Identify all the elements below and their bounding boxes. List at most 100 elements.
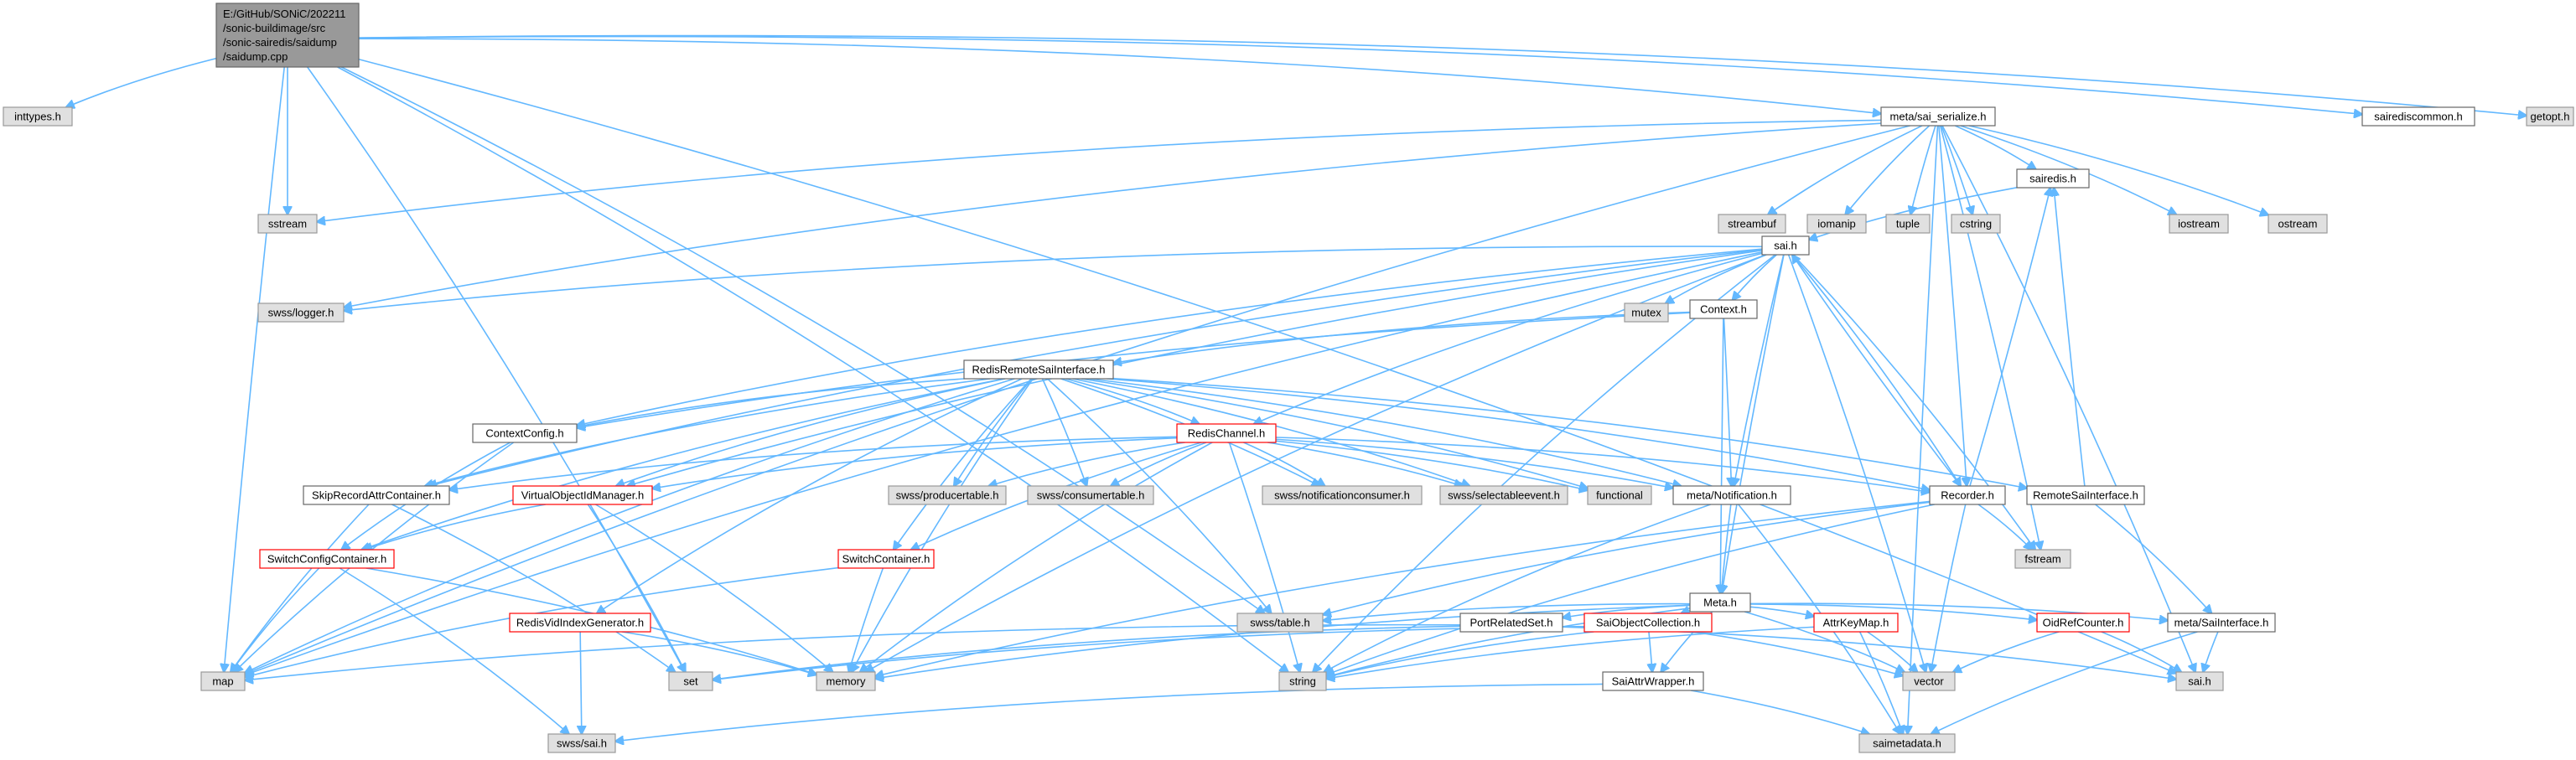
node-consumertable-box [1027,485,1154,505]
node-logger-box [257,302,345,323]
edge-sai_serialize-to-iostream [1960,125,2177,215]
edge-sai_h-to-logger [344,246,1763,311]
edge-saiobjcoll-to-saiattrwrapper [1649,631,1652,672]
edge-root-to-getopt [358,34,2527,115]
edge-oidref-to-sai_h2 [2101,631,2181,672]
node-inttypes[interactable]: inttypes.h [3,106,73,127]
node-remotesai[interactable]: RemoteSaiInterface.h [2026,485,2145,505]
node-swsssai[interactable]: swss/sai.h [547,733,616,753]
edge-redischannel-to-skiprecord [449,436,1178,489]
node-selectableevent-label: swss/selectableevent.h [1448,489,1560,502]
node-map-box [200,671,246,691]
node-streambuf[interactable]: streambuf [1718,214,1786,234]
node-saimetadata-box [1858,733,1956,753]
edge-recorder-to-table [1323,501,1931,614]
node-saiobjcoll[interactable]: SaiObjectCollection.h [1583,613,1713,633]
node-mutex-label: mutex [1631,307,1661,319]
node-sairedis-label: sairedis.h [2029,173,2076,185]
node-functional[interactable]: functional [1587,485,1652,505]
node-metasaiif-box [2167,613,2276,633]
node-memory[interactable]: memory [816,671,876,691]
node-cstring-label: cstring [1960,218,1992,230]
node-attrkeymap[interactable]: AttrKeyMap.h [1813,613,1899,633]
node-producertable[interactable]: swss/producertable.h [888,485,1007,505]
node-table[interactable]: swss/table.h [1236,613,1324,633]
node-rrsi-box [963,359,1114,380]
node-context[interactable]: Context.h [1689,299,1758,319]
node-recorder[interactable]: Recorder.h [1929,485,2006,505]
node-selectableevent[interactable]: swss/selectableevent.h [1439,485,1568,505]
node-sai_h2[interactable]: sai.h [2175,671,2224,691]
edge-notification-to-string [1324,504,1711,672]
node-root-label: /sonic-sairedis/saidump [223,36,337,49]
edge-switchcontainer-to-memory [849,567,884,672]
node-ostream[interactable]: ostream [2268,214,2328,234]
node-cstring[interactable]: cstring [1951,214,2001,234]
node-notification[interactable]: meta/Notification.h [1672,485,1791,505]
node-root[interactable]: E:/GitHub/SONiC/202211/sonic-buildimage/… [215,3,360,68]
node-sai_serialize-label: meta/sai_serialize.h [1890,111,1987,123]
node-portrelated[interactable]: PortRelatedSet.h [1459,613,1563,633]
node-notifconsumer[interactable]: swss/notificationconsumer.h [1262,485,1423,505]
node-remotesai-box [2026,485,2145,505]
node-context-box [1689,299,1758,319]
node-iostream[interactable]: iostream [2169,214,2229,234]
edge-remotesai-to-metasaiif [2095,504,2212,613]
node-sstream[interactable]: sstream [257,214,318,234]
node-saiattrwrapper[interactable]: SaiAttrWrapper.h [1602,671,1704,691]
node-metasaiif[interactable]: meta/SaiInterface.h [2167,613,2276,633]
node-rrsi[interactable]: RedisRemoteSaiInterface.h [963,359,1114,380]
node-fstream[interactable]: fstream [2014,549,2071,569]
node-redisvid[interactable]: RedisVidIndexGenerator.h [509,613,651,633]
node-mutex[interactable]: mutex [1624,302,1669,323]
node-sai_h[interactable]: sai.h [1761,235,1810,256]
edge-sai_h-to-notification [1734,254,1785,486]
node-set[interactable]: set [668,671,713,691]
node-sairedis[interactable]: sairedis.h [2016,168,2090,189]
edge-recorder-to-vector [1931,504,1967,672]
edge-redischannel-to-selectableevent [1267,442,1463,486]
node-redisvid-label: RedisVidIndexGenerator.h [516,617,644,629]
edge-voidm-to-set [587,504,685,672]
node-iomanip[interactable]: iomanip [1806,214,1867,234]
node-vector[interactable]: vector [1902,671,1956,691]
node-string[interactable]: string [1278,671,1327,691]
node-switchcontainer[interactable]: SwitchContainer.h [837,549,935,569]
node-skiprecord[interactable]: SkipRecordAttrContainer.h [303,485,450,505]
node-fstream-label: fstream [2024,553,2060,566]
node-getopt[interactable]: getopt.h [2526,106,2574,127]
node-logger[interactable]: swss/logger.h [257,302,345,323]
node-redischannel-label: RedisChannel.h [1188,427,1266,440]
node-sai_serialize[interactable]: meta/sai_serialize.h [1880,106,1996,127]
node-consumertable[interactable]: swss/consumertable.h [1027,485,1154,505]
edge-sai_serialize-to-ostream [1968,125,2268,215]
edge-saiobjcoll-to-string [1326,631,1594,677]
node-inttypes-label: inttypes.h [14,111,61,123]
node-selectableevent-box [1439,485,1568,505]
node-streambuf-box [1718,214,1786,234]
edge-rrsi-to-table [1046,378,1271,613]
node-voidm[interactable]: VirtualObjectIdManager.h [512,485,653,505]
node-functional-label: functional [1596,489,1643,502]
node-meta[interactable]: Meta.h [1689,592,1751,613]
node-oidref[interactable]: OidRefCounter.h [2036,613,2130,633]
node-redischannel[interactable]: RedisChannel.h [1176,423,1277,443]
edge-rrsi-to-remotesai [1112,377,2027,489]
edge-context-to-notification [1723,318,1731,486]
node-contextconfig[interactable]: ContextConfig.h [472,423,578,443]
node-saimetadata[interactable]: saimetadata.h [1858,733,1956,753]
edge-switchconfigcontainer-to-map [231,567,320,672]
node-vector-box [1902,671,1956,691]
edge-rrsi-to-selectableevent [1072,378,1470,486]
node-sai_h-label: sai.h [1774,240,1796,252]
node-switchconfigcontainer[interactable]: SwitchConfigContainer.h [259,549,395,569]
node-map[interactable]: map [200,671,246,691]
edge-sai_serialize-to-sai_h2 [1941,125,2195,672]
node-tuple[interactable]: tuple [1885,214,1931,234]
node-set-label: set [683,675,698,688]
edge-sai_serialize-to-sairedis [1955,125,2035,169]
node-consumertable-label: swss/consumertable.h [1037,489,1145,502]
node-sairediscommon-label: sairediscommon.h [2374,111,2463,123]
node-root-label: /saidump.cpp [223,50,288,63]
node-sairediscommon[interactable]: sairediscommon.h [2361,106,2475,127]
